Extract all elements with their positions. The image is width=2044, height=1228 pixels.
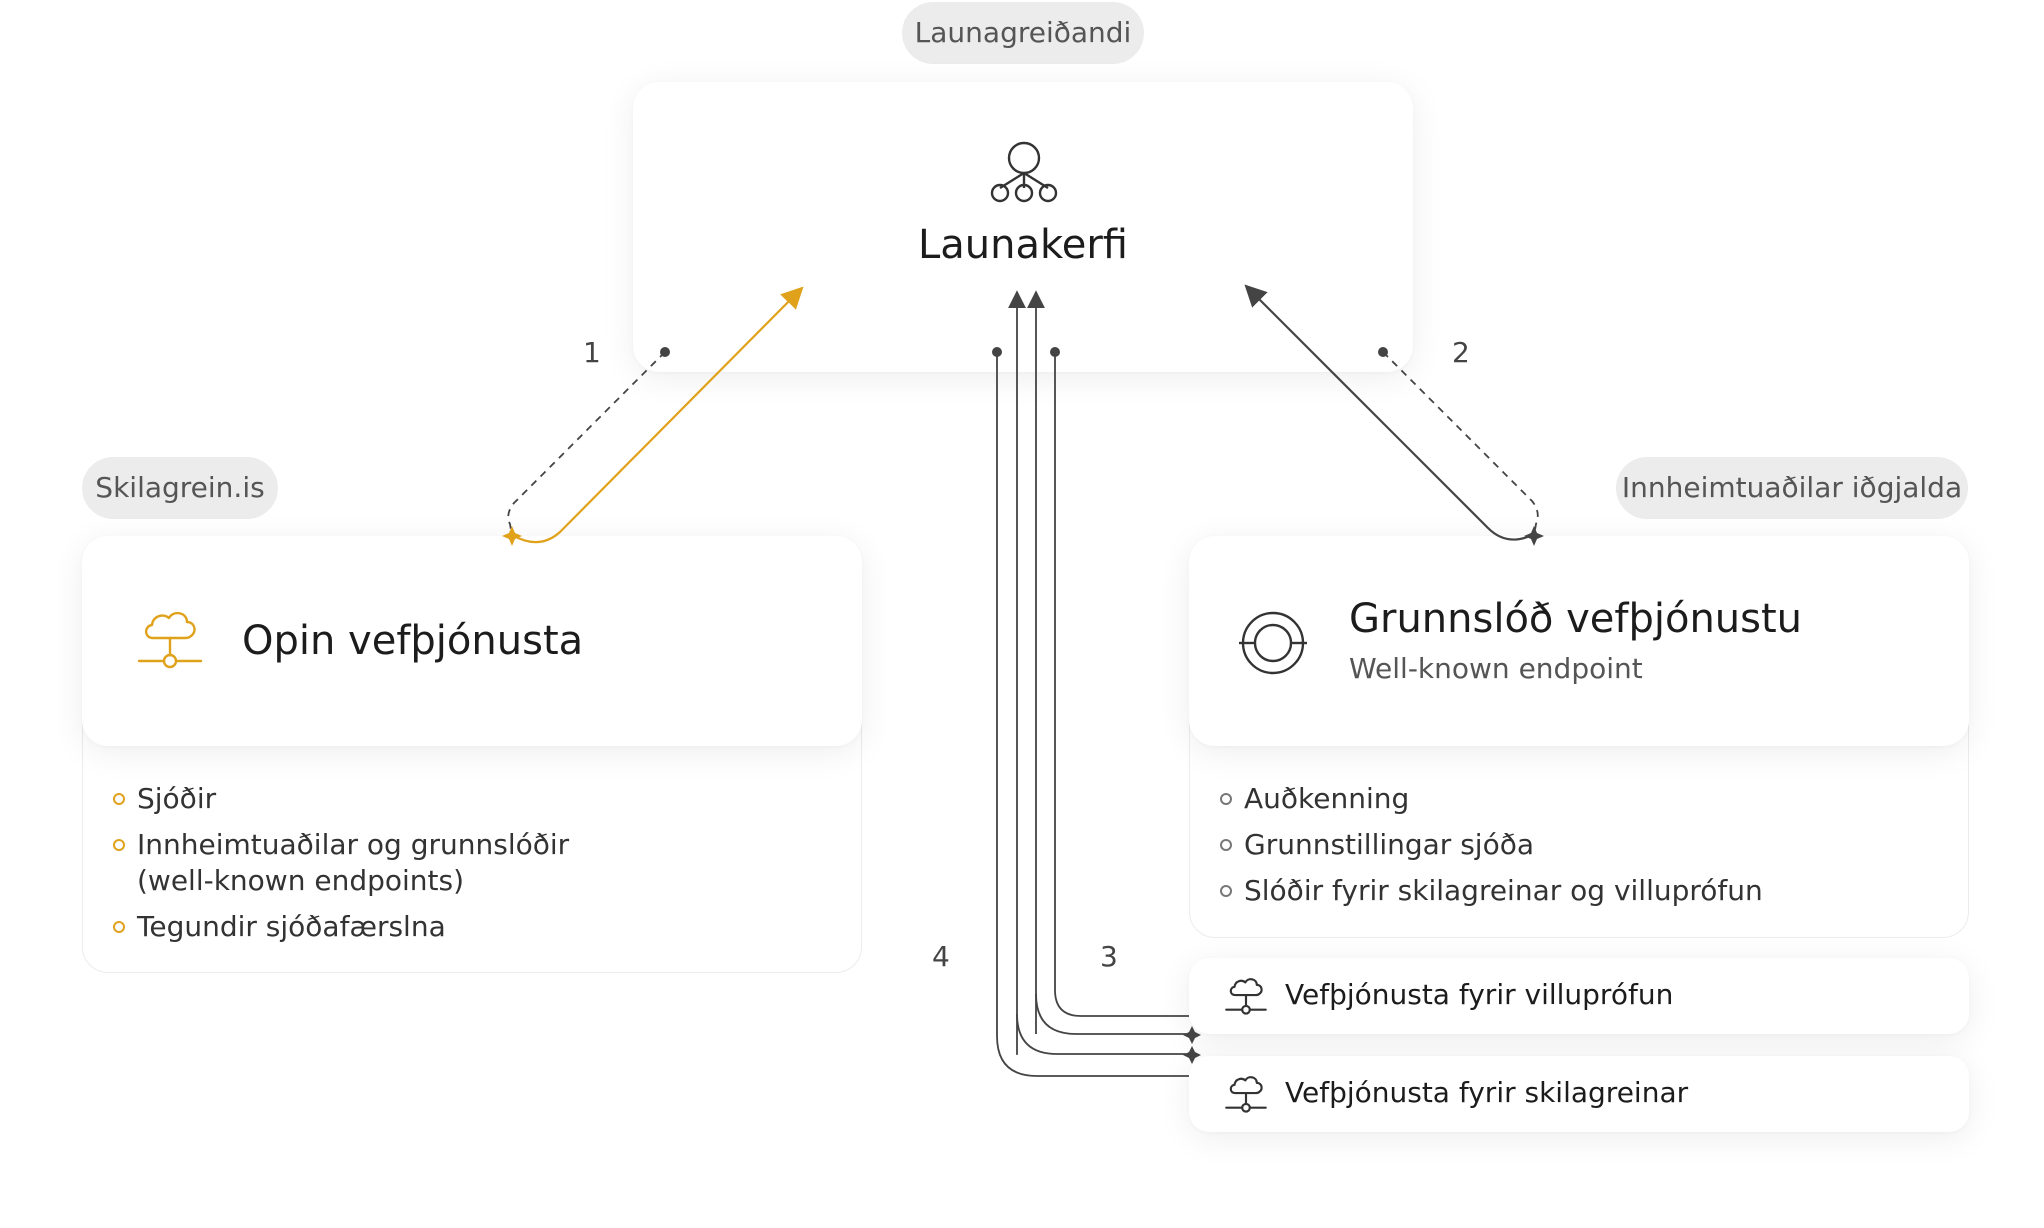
bullet-icon <box>1220 793 1232 805</box>
service-skilagreinar-label: Vefþjónusta fyrir skilagreinar <box>1285 1076 1689 1109</box>
list-item: Grunnstillingar sjóða <box>1220 827 1940 863</box>
cloud-network-icon <box>137 611 203 669</box>
bullet-icon <box>1220 885 1232 897</box>
cloud-network-icon <box>1225 978 1267 1015</box>
grunnslod-title: Grunnslóð vefþjónustu <box>1349 596 1803 642</box>
step-number-4: 4 <box>932 940 950 973</box>
launakerfi-title: Launakerfi <box>918 222 1128 268</box>
step-number-3: 3 <box>1100 940 1118 973</box>
opin-vefthjonusta-card: Opin vefþjónusta <box>82 536 862 746</box>
service-villuprofun-label: Vefþjónusta fyrir villuprófun <box>1285 978 1674 1011</box>
opin-vefthjonusta-title: Opin vefþjónusta <box>242 618 584 664</box>
list-item: Innheimtuaðilar og grunnslóðir (well-kno… <box>113 827 813 899</box>
opin-vefthjonusta-list: Sjóðir Innheimtuaðilar og grunnslóðir (w… <box>113 781 813 955</box>
badge-launagreidandi: Launagreiðandi <box>902 2 1144 64</box>
bullet-icon <box>113 839 125 851</box>
bullet-icon <box>113 793 125 805</box>
list-item: Tegundir sjóðafærslna <box>113 909 813 945</box>
network-nodes-icon <box>990 141 1058 203</box>
list-item: Slóðir fyrir skilagreinar og villuprófun <box>1220 873 1940 909</box>
flow-3-4-connectors <box>992 290 1189 1077</box>
badge-innheimtuadilar: Innheimtuaðilar iðgjalda <box>1616 457 1968 519</box>
bullet-icon <box>113 921 125 933</box>
bullet-icon <box>1220 839 1232 851</box>
flow-2-connector <box>1244 284 1544 546</box>
service-skilagreinar: Vefþjónusta fyrir skilagreinar <box>1189 1056 1969 1132</box>
list-item: Auðkenning <box>1220 781 1940 817</box>
grunnslod-list: Auðkenning Grunnstillingar sjóða Slóðir … <box>1220 781 1940 919</box>
badge-skilagrein: Skilagrein.is <box>82 457 278 519</box>
step-number-2: 2 <box>1452 336 1470 369</box>
step-number-1: 1 <box>583 336 601 369</box>
target-circle-icon <box>1239 611 1307 675</box>
flow-1-connector <box>502 286 804 546</box>
cloud-network-icon <box>1225 1076 1267 1113</box>
list-item: Sjóðir <box>113 781 813 817</box>
flow-3-4-stars <box>1183 1026 1201 1064</box>
grunnslod-subtitle: Well-known endpoint <box>1349 652 1643 685</box>
service-villuprofun: Vefþjónusta fyrir villuprófun <box>1189 958 1969 1034</box>
grunnslod-card: Grunnslóð vefþjónustu Well-known endpoin… <box>1189 536 1969 746</box>
